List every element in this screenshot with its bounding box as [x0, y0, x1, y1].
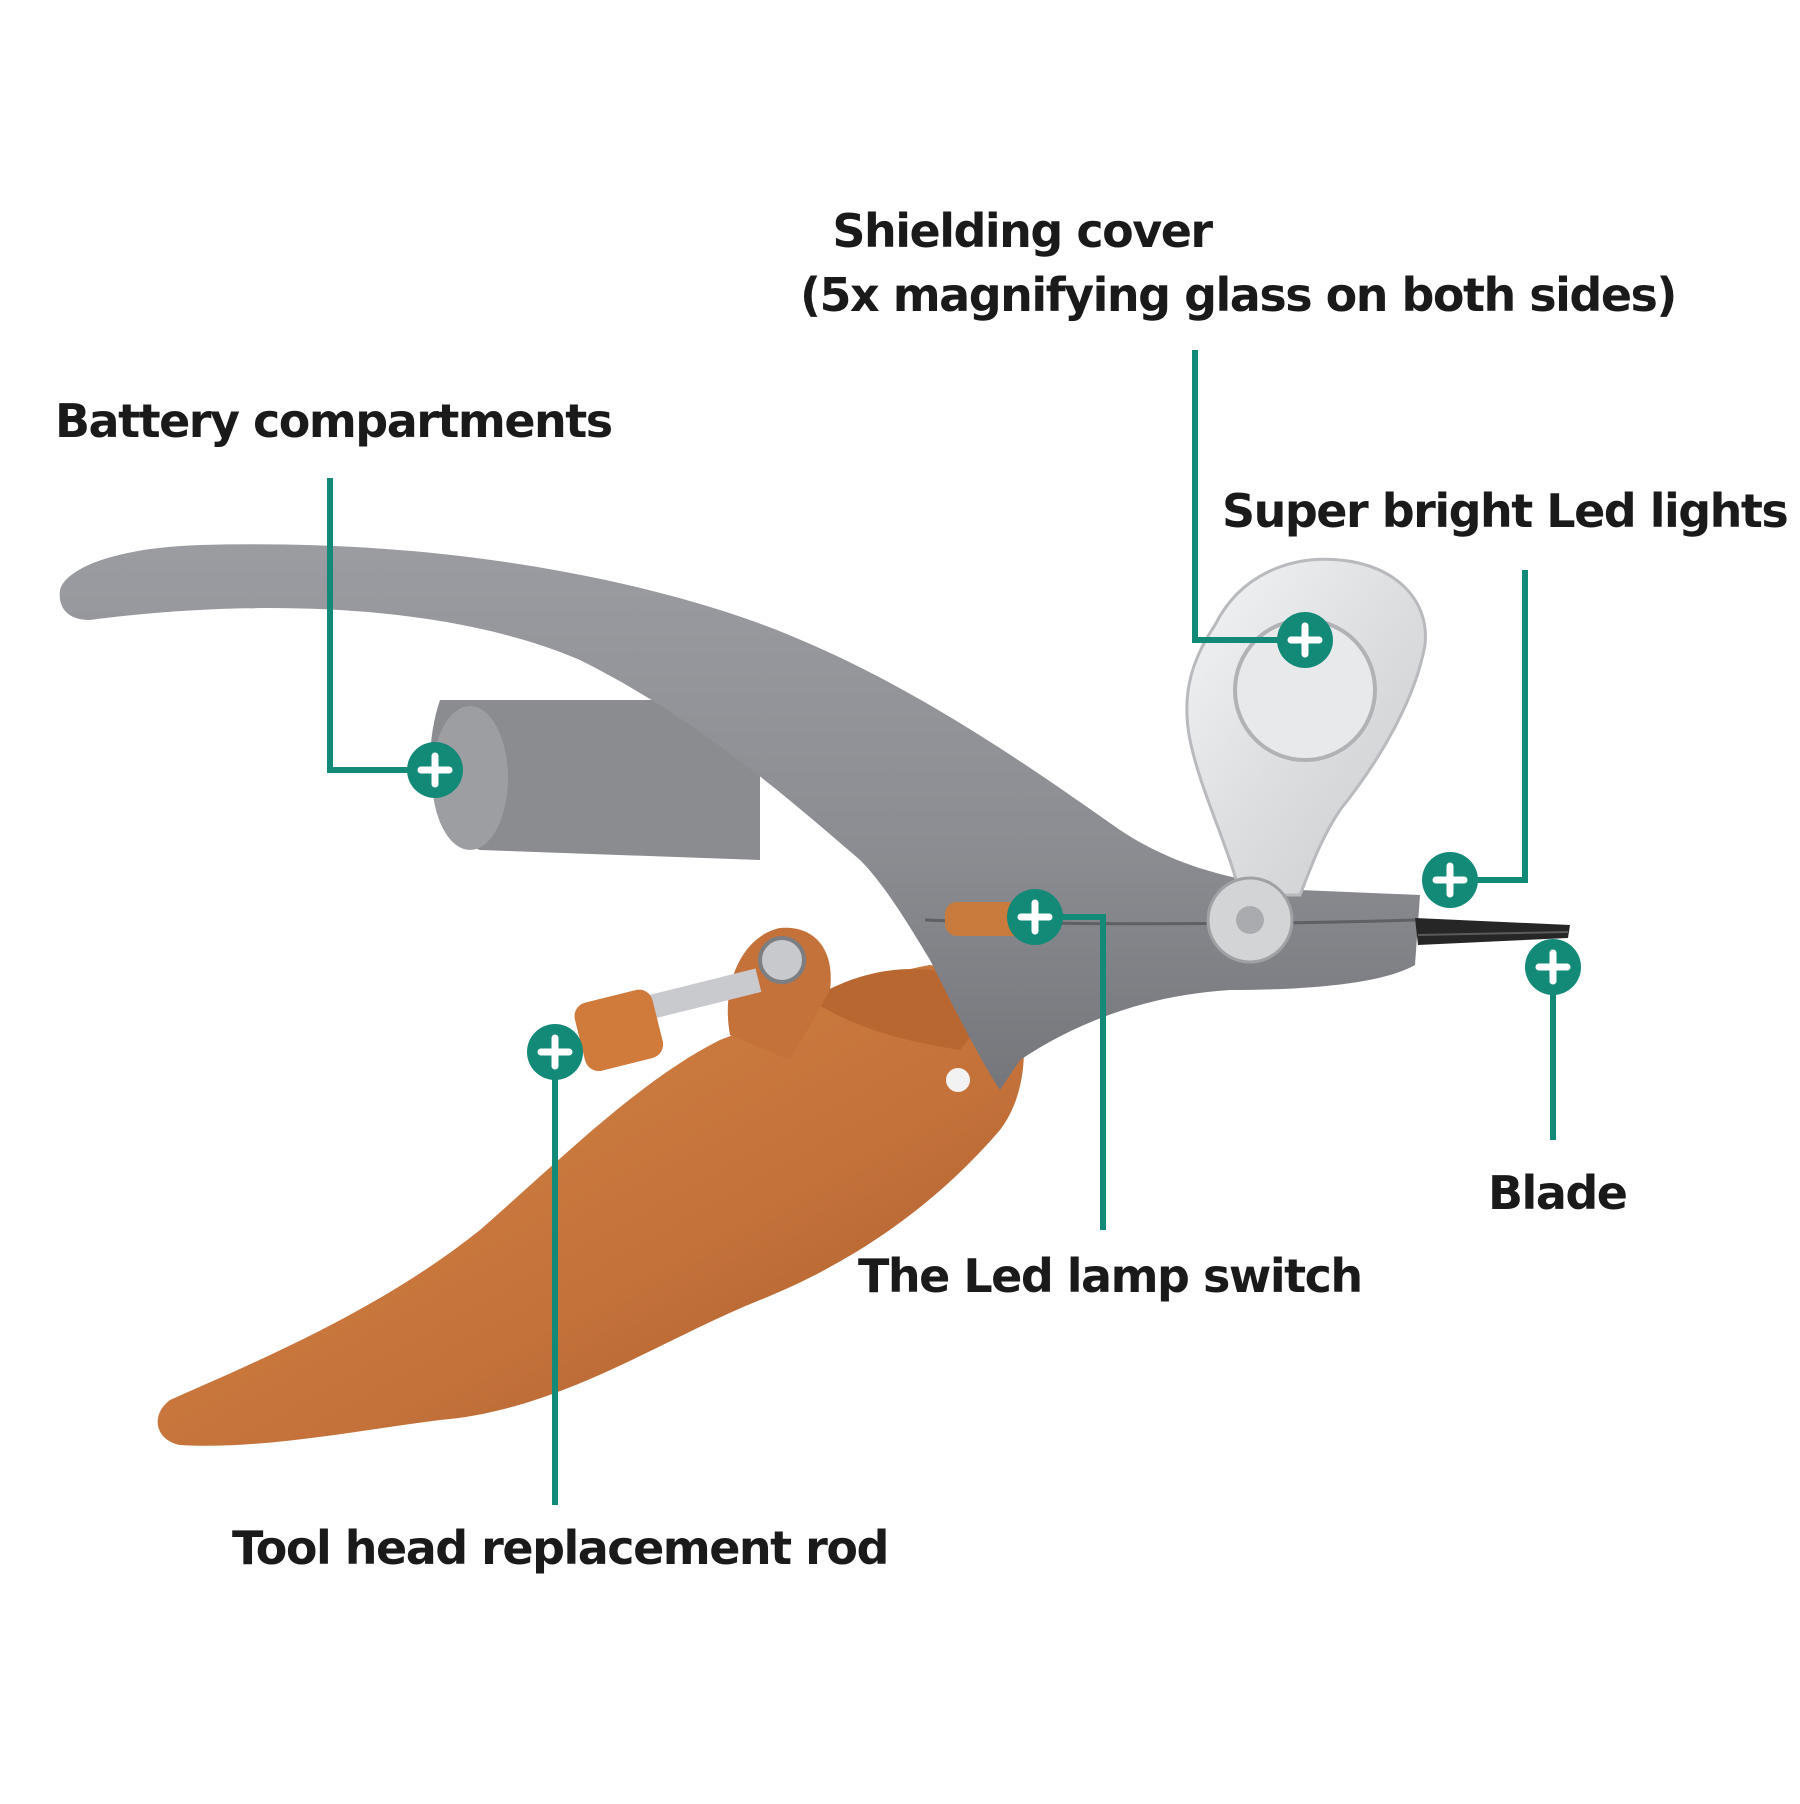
battery-cap	[432, 706, 508, 850]
plus-circle-icon[interactable]	[1007, 889, 1063, 945]
plus-circle-icon[interactable]	[1525, 939, 1581, 995]
shielding-cover-title: Shielding cover	[832, 204, 1213, 258]
battery-compartments-label: Battery compartments	[55, 394, 613, 448]
plus-circle-icon[interactable]	[527, 1024, 583, 1080]
tool-head-label: Tool head replacement rod	[232, 1521, 889, 1575]
shielding-leader	[1192, 350, 1305, 643]
blade-edge	[1417, 931, 1569, 936]
plus-circle-icon[interactable]	[1277, 612, 1333, 668]
plus-circle-icon[interactable]	[407, 742, 463, 798]
gray-main-body	[59, 544, 1420, 1090]
blade	[1415, 918, 1570, 945]
orange-lever-handle	[157, 965, 1024, 1446]
shielding-cover-subtitle: (5x magnifying glass on both sides)	[800, 268, 1677, 322]
lever-pivot-hole	[946, 1068, 970, 1092]
led-lights-label: Super bright Led lights	[1222, 484, 1789, 538]
battery-leader	[327, 478, 435, 773]
led-switch-button[interactable]	[945, 902, 1025, 936]
plus-circle-icon[interactable]	[1422, 852, 1478, 908]
cover-hinge-center	[1236, 906, 1264, 934]
plus-markers	[407, 612, 1581, 1080]
blade-label: Blade	[1488, 1166, 1628, 1220]
lever-rivet	[758, 936, 806, 984]
replacement-rod-metal	[648, 968, 762, 1019]
lamp-switch-label: The Led lamp switch	[858, 1249, 1363, 1303]
replacement-rod-tip	[574, 989, 664, 1071]
battery-compartment	[430, 700, 760, 860]
led-lights-leader	[1450, 570, 1528, 883]
